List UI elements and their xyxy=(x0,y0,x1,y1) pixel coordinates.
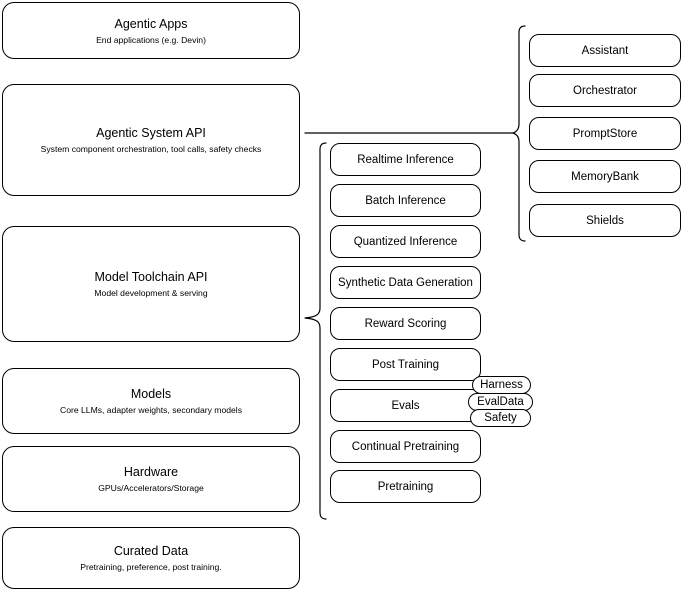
component-memorybank[interactable]: MemoryBank xyxy=(529,160,681,193)
capability-label: Synthetic Data Generation xyxy=(338,276,473,289)
component-label: PromptStore xyxy=(572,127,638,140)
component-orchestrator[interactable]: Orchestrator xyxy=(529,74,681,107)
capability-label: Pretraining xyxy=(377,480,434,493)
capability-pretraining[interactable]: Pretraining xyxy=(330,470,481,503)
component-label: Shields xyxy=(586,214,624,227)
brace-toolchain-capabilities xyxy=(304,142,327,520)
layer-subtitle: Pretraining, preference, post training. xyxy=(80,562,222,572)
capability-label: Quantized Inference xyxy=(353,235,458,248)
badge-safety[interactable]: Safety xyxy=(470,409,531,427)
component-label: MemoryBank xyxy=(571,170,639,183)
badge-label: EvalData xyxy=(477,395,524,408)
layer-title: Agentic System API xyxy=(96,126,206,140)
capability-evals[interactable]: Evals xyxy=(330,389,481,422)
capability-synthetic-data-generation[interactable]: Synthetic Data Generation xyxy=(330,266,481,299)
component-assistant[interactable]: Assistant xyxy=(529,34,681,67)
badge-harness[interactable]: Harness xyxy=(472,376,531,394)
badge-label: Harness xyxy=(480,378,523,391)
capability-label: Realtime Inference xyxy=(357,153,454,166)
capability-batch-inference[interactable]: Batch Inference xyxy=(330,184,481,217)
capability-label: Reward Scoring xyxy=(364,317,447,330)
layer-model-toolchain-api[interactable]: Model Toolchain API Model development & … xyxy=(2,226,300,342)
layer-subtitle: Model development & serving xyxy=(94,288,208,298)
layer-title: Curated Data xyxy=(113,544,189,558)
layer-agentic-apps[interactable]: Agentic Apps End applications (e.g. Devi… xyxy=(2,2,300,59)
layer-title: Models xyxy=(130,387,172,401)
capability-label: Batch Inference xyxy=(365,194,446,207)
component-label: Orchestrator xyxy=(573,84,637,97)
capability-continual-pretraining[interactable]: Continual Pretraining xyxy=(330,430,481,463)
capability-label: Continual Pretraining xyxy=(351,440,460,453)
badge-label: Safety xyxy=(484,411,517,424)
capability-reward-scoring[interactable]: Reward Scoring xyxy=(330,307,481,340)
layer-subtitle: End applications (e.g. Devin) xyxy=(96,34,206,45)
layer-hardware[interactable]: Hardware GPUs/Accelerators/Storage xyxy=(2,446,300,512)
brace-agentic-system-components xyxy=(512,25,526,242)
layer-subtitle: System component orchestration, tool cal… xyxy=(40,144,262,154)
capability-realtime-inference[interactable]: Realtime Inference xyxy=(330,143,481,176)
layer-title: Agentic Apps xyxy=(114,16,188,31)
layer-title: Hardware xyxy=(123,465,179,479)
component-label: Assistant xyxy=(581,44,629,57)
layer-curated-data[interactable]: Curated Data Pretraining, preference, po… xyxy=(2,527,300,589)
layer-title: Model Toolchain API xyxy=(94,270,208,284)
component-promptstore[interactable]: PromptStore xyxy=(529,117,681,150)
layer-agentic-system-api[interactable]: Agentic System API System component orch… xyxy=(2,84,300,196)
layer-subtitle: GPUs/Accelerators/Storage xyxy=(98,483,204,493)
layer-subtitle: Core LLMs, adapter weights, secondary mo… xyxy=(60,405,242,415)
component-shields[interactable]: Shields xyxy=(529,204,681,237)
capability-label: Post Training xyxy=(371,358,440,371)
capability-post-training[interactable]: Post Training xyxy=(330,348,481,381)
layer-models[interactable]: Models Core LLMs, adapter weights, secon… xyxy=(2,368,300,434)
capability-label: Evals xyxy=(391,399,420,412)
capability-quantized-inference[interactable]: Quantized Inference xyxy=(330,225,481,258)
